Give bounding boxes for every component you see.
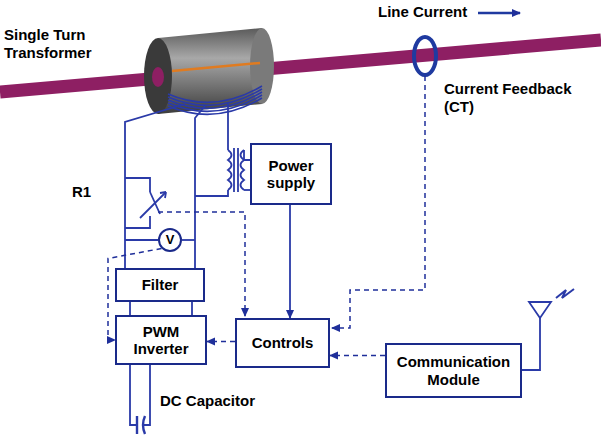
part-label: Line Current [378, 3, 467, 21]
current-arrow [478, 12, 520, 15]
connector [207, 341, 235, 343]
connector [130, 302, 192, 315]
part-label: Single Turn Transformer [4, 26, 122, 62]
winding-turn [168, 98, 262, 114]
inverter-box: PWM Inverter [115, 315, 207, 365]
winding-turn [168, 95, 262, 111]
part-label: R1 [72, 183, 91, 201]
connector [330, 355, 385, 357]
connector [289, 205, 291, 318]
current-transformer-ring [414, 37, 436, 75]
node-text: Filter [142, 276, 179, 293]
single-turn-transformer [144, 28, 274, 114]
power-supply-box: Power supply [250, 143, 332, 205]
part-label: Current Feedback (CT) [444, 80, 594, 116]
node-text: V [166, 233, 175, 248]
node-text: PWM Inverter [119, 323, 203, 358]
filter-box: Filter [115, 268, 205, 302]
node-text: Communication Module [389, 353, 518, 388]
controls-box: Controls [235, 318, 330, 368]
node-text: Power supply [254, 157, 328, 192]
voltmeter-circle: V [158, 228, 182, 252]
part-label: DC Capacitor [160, 392, 255, 410]
communication-box: Communication Module [385, 343, 522, 398]
node-text: Controls [252, 334, 314, 351]
